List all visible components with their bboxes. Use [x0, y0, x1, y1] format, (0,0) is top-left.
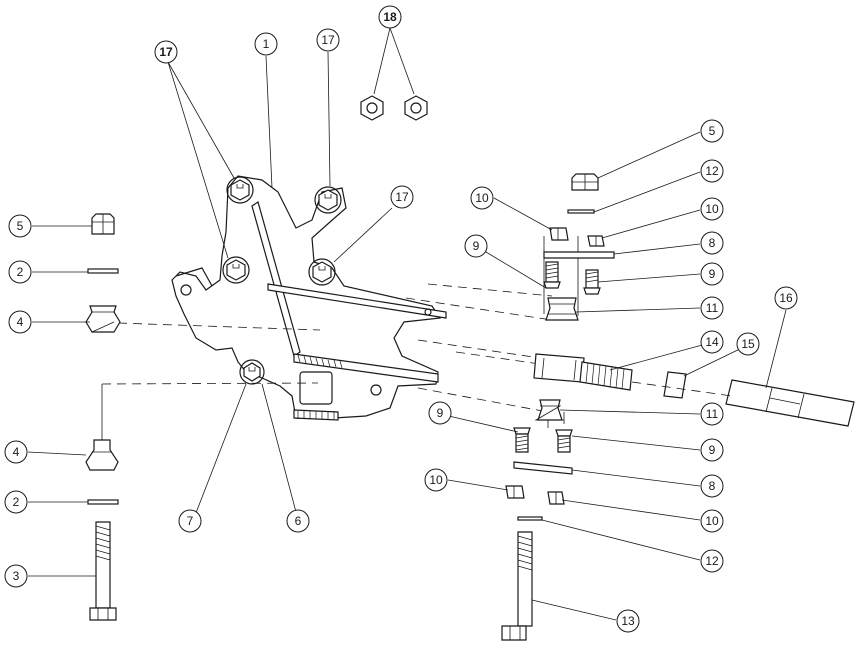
- right-upper-stack: [543, 173, 615, 321]
- callout-5-right: 5: [700, 119, 724, 143]
- svg-text:10: 10: [705, 202, 719, 216]
- svg-text:9: 9: [709, 443, 716, 457]
- callout-10-bottom-right: 10: [700, 509, 724, 533]
- left-fastener-stack: [85, 213, 121, 621]
- svg-text:12: 12: [705, 554, 719, 568]
- svg-text:11: 11: [706, 301, 719, 315]
- leader-lines: [27, 27, 787, 621]
- rod-end-and-link: [533, 353, 855, 427]
- callout-2-left-top: 2: [8, 260, 32, 284]
- center-lines: [101, 236, 579, 452]
- callout-9-bottom-right: 9: [700, 438, 724, 462]
- svg-text:4: 4: [17, 315, 24, 329]
- callout-8-top: 8: [700, 231, 724, 255]
- svg-text:10: 10: [475, 191, 489, 205]
- svg-text:14: 14: [705, 335, 719, 349]
- svg-text:9: 9: [709, 267, 716, 281]
- callout-14: 14: [700, 330, 724, 354]
- callout-6: 6: [286, 509, 310, 533]
- svg-text:2: 2: [17, 265, 24, 279]
- svg-text:8: 8: [709, 236, 716, 250]
- callout-4-left-bottom: 4: [4, 440, 28, 464]
- callout-15: 15: [736, 332, 760, 356]
- callout-3: 3: [4, 564, 28, 588]
- callout-18: 18: [378, 5, 402, 29]
- svg-text:12: 12: [705, 164, 719, 178]
- loose-nuts: [360, 95, 428, 121]
- callout-12-bottom: 12: [700, 549, 724, 573]
- callout-16: 16: [774, 286, 798, 310]
- callout-7: 7: [178, 509, 202, 533]
- callout-17-left: 17: [154, 40, 178, 64]
- svg-text:17: 17: [159, 45, 173, 59]
- svg-text:17: 17: [321, 33, 335, 47]
- callout-13: 13: [616, 609, 640, 633]
- callout-11-top: 11: [700, 296, 724, 320]
- callout-9-top-right: 9: [700, 262, 724, 286]
- svg-text:1: 1: [263, 37, 270, 51]
- callout-17-right: 17: [390, 185, 414, 209]
- callout-9-top-left: 9: [464, 234, 488, 258]
- svg-text:13: 13: [621, 614, 635, 628]
- callout-17-top: 17: [316, 28, 340, 52]
- callout-5-left: 5: [8, 214, 32, 238]
- callout-8-bottom: 8: [700, 474, 724, 498]
- callout-9-bottom-left: 9: [428, 401, 452, 425]
- svg-text:16: 16: [779, 291, 793, 305]
- svg-text:17: 17: [395, 190, 409, 204]
- svg-text:7: 7: [187, 514, 194, 528]
- svg-text:10: 10: [705, 514, 719, 528]
- callout-10-bottom-left: 10: [424, 468, 448, 492]
- callout-10-top-right: 10: [700, 197, 724, 221]
- svg-text:5: 5: [709, 124, 716, 138]
- svg-text:10: 10: [429, 473, 443, 487]
- svg-text:18: 18: [383, 10, 397, 24]
- bracket-nuts: [222, 176, 342, 385]
- svg-text:3: 3: [13, 569, 20, 583]
- svg-text:15: 15: [741, 337, 755, 351]
- svg-text:9: 9: [437, 406, 444, 420]
- callout-1: 1: [254, 32, 278, 56]
- main-bracket: [171, 175, 447, 421]
- callout-12-top: 12: [700, 159, 724, 183]
- callout-11-bottom: 11: [700, 402, 724, 426]
- svg-text:6: 6: [295, 514, 302, 528]
- svg-text:4: 4: [13, 445, 20, 459]
- svg-text:5: 5: [17, 219, 24, 233]
- right-lower-stack: [501, 399, 573, 641]
- svg-text:8: 8: [709, 479, 716, 493]
- callout-2-left-bottom: 2: [4, 490, 28, 514]
- callout-4-left-top: 4: [8, 310, 32, 334]
- callout-10-top-left: 10: [470, 186, 494, 210]
- svg-text:11: 11: [706, 407, 719, 421]
- svg-text:2: 2: [13, 495, 20, 509]
- svg-text:9: 9: [473, 239, 480, 253]
